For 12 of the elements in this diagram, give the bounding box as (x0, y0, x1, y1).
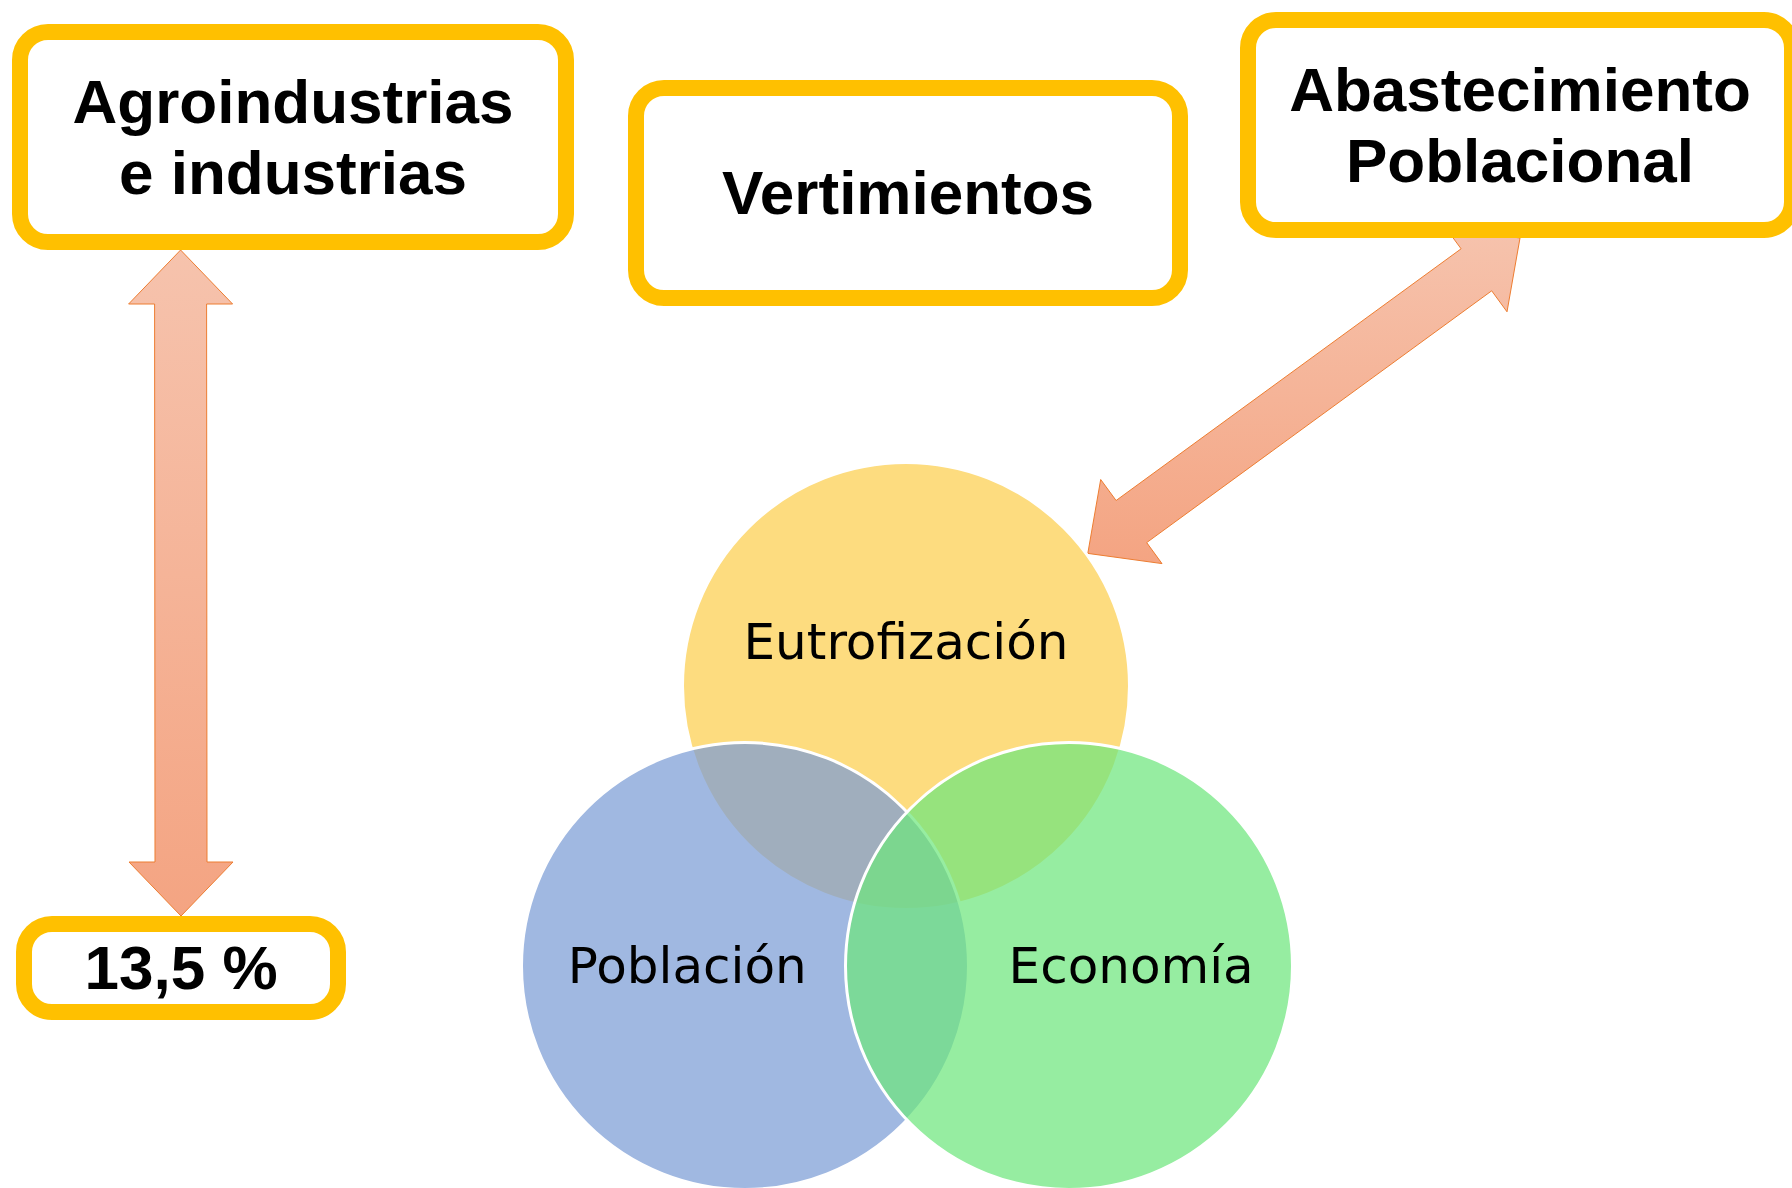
circle-label: Eutrofización (743, 612, 1069, 671)
value-box (16, 916, 346, 1020)
double-arrow (128, 249, 234, 917)
box-label: Agroindustrias e industrias (72, 65, 514, 209)
topic-box (628, 80, 1188, 306)
box-label: Vertimientos (721, 157, 1095, 229)
circle-label: Población (567, 937, 807, 995)
topic-box (1240, 12, 1792, 238)
box-label: Abastecimiento Poblacional (1288, 53, 1752, 197)
circle-label: Economía (1008, 937, 1254, 995)
box-label: 13,5 % (84, 932, 278, 1004)
source-box (12, 24, 574, 250)
